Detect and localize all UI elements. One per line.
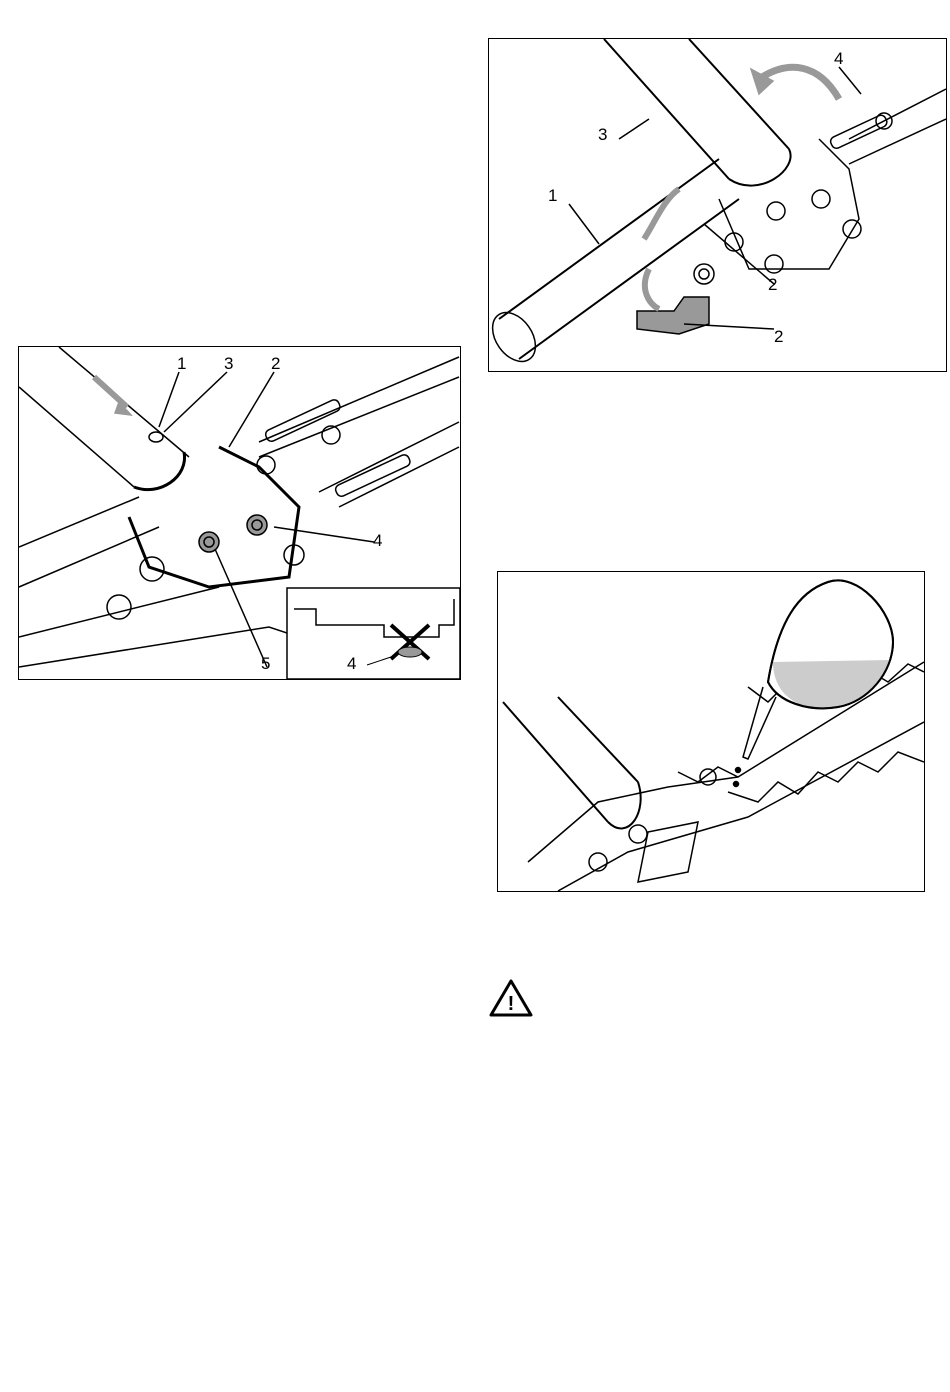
callout-5: 5 — [261, 654, 271, 673]
figure-blade-lubrication — [497, 571, 925, 892]
illustration-lock-lever — [491, 39, 946, 363]
warning-symbol: ! — [508, 993, 515, 1015]
callout-1: 1 — [177, 354, 187, 373]
callout-2: 2 — [774, 327, 784, 346]
figure-pole-attachment: 1 3 2 4 5 4 — [18, 346, 461, 680]
callout-1: 1 — [548, 186, 558, 205]
callout-3: 3 — [598, 125, 608, 144]
callout-3: 3 — [224, 354, 234, 373]
illustration-pole-coupling — [19, 347, 460, 679]
callout-2: 2 — [768, 275, 778, 294]
inset-callout-4: 4 — [347, 654, 357, 673]
inset-do-not-install — [286, 587, 460, 679]
figure-pole-locking: 4 3 1 2 2 — [488, 38, 947, 372]
callout-4: 4 — [373, 531, 383, 550]
callout-2: 2 — [271, 354, 281, 373]
warning-triangle-icon: ! — [488, 978, 534, 1018]
callout-4: 4 — [834, 49, 844, 68]
illustration-oiling-blade — [502, 579, 924, 891]
